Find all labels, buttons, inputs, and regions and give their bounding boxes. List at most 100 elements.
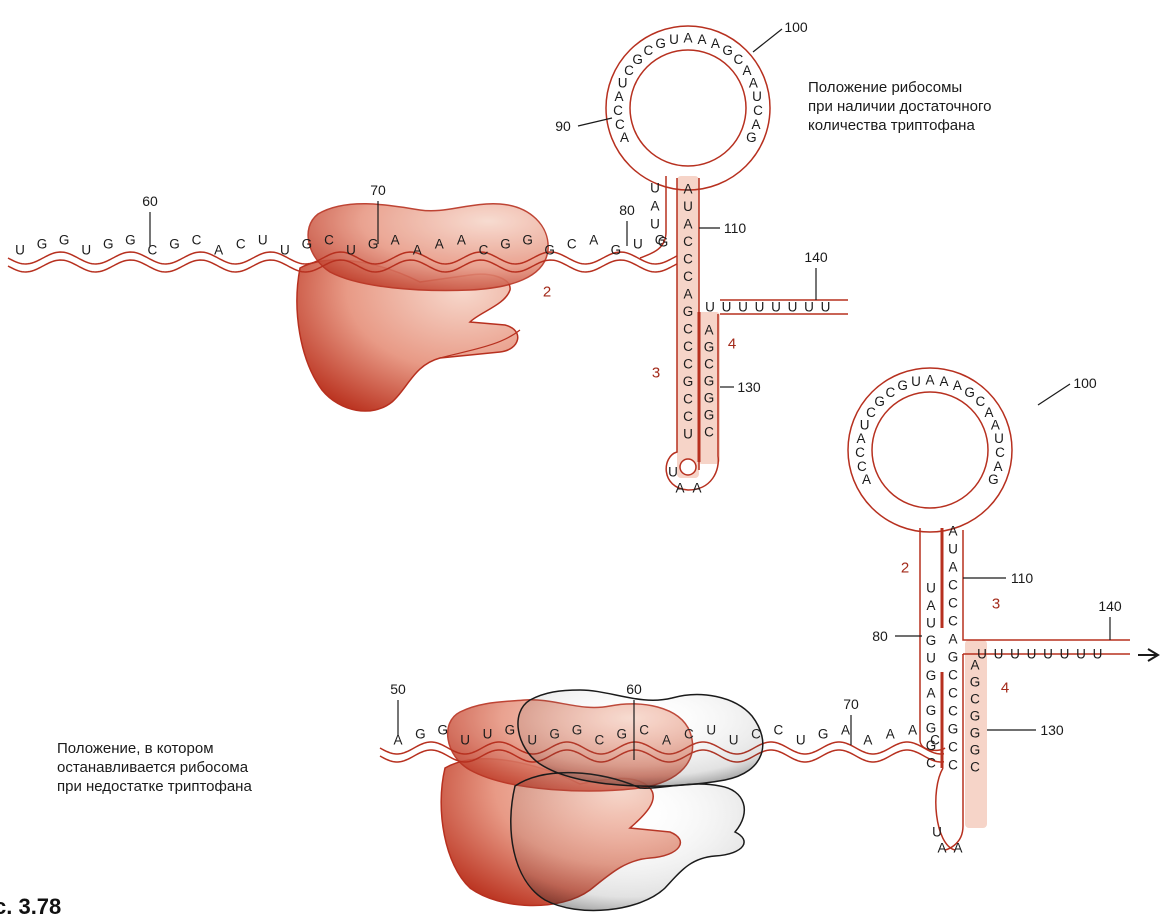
stem-right-top-nt: A bbox=[683, 217, 692, 232]
stem-return-top-nt: C bbox=[704, 357, 714, 372]
tick-100 bbox=[753, 29, 782, 52]
loop-top-nt: U bbox=[752, 89, 762, 104]
figure-number: с. 3.78 bbox=[0, 894, 61, 920]
caption-top-line-2: при наличии достаточного bbox=[808, 97, 991, 116]
leader-bottom-nt: A bbox=[863, 733, 872, 748]
stem-left-bottom-nt: G bbox=[926, 721, 937, 736]
number-140: 140 bbox=[804, 249, 828, 265]
leader-bottom-nt: U bbox=[483, 727, 493, 742]
loop-bottom-nt: U bbox=[994, 431, 1004, 446]
stem-left-bottom-nt: G bbox=[926, 738, 937, 753]
tail-top-nt: U bbox=[771, 300, 781, 315]
stem-return-bottom-nt: C bbox=[970, 760, 980, 775]
leader-top-nt: C bbox=[479, 243, 489, 258]
region-label-4: 4 bbox=[728, 336, 736, 353]
caption-bottom-line-2: останавливается рибосома bbox=[57, 758, 252, 777]
stem-right-top-nt: C bbox=[683, 322, 693, 337]
loop-inner bbox=[630, 50, 746, 166]
number-110: 110 bbox=[724, 220, 747, 236]
stem-right-bottom-nt: G bbox=[948, 650, 959, 665]
leader-top-nt: C bbox=[567, 237, 577, 252]
tail-top-nt: U bbox=[821, 300, 831, 315]
ribosome-top bbox=[297, 204, 548, 411]
stem-return-bottom-nt: C bbox=[970, 692, 980, 707]
stem-right-bottom-nt: C bbox=[948, 686, 958, 701]
stem-return-bottom-nt: G bbox=[970, 743, 981, 758]
number-100: 100 bbox=[784, 19, 808, 35]
region-label-3: 3 bbox=[652, 365, 660, 382]
number-100-b: 100 bbox=[1073, 375, 1097, 391]
leader-top-nt: G bbox=[611, 243, 622, 258]
loop-top-nt: G bbox=[746, 130, 757, 145]
tail-top-nt: U bbox=[738, 300, 748, 315]
stem-right-top-nt: C bbox=[683, 357, 693, 372]
loop-bottom-nt: C bbox=[995, 445, 1005, 460]
tail-bottom-nt: U bbox=[977, 647, 987, 662]
stem-right-top-nt: C bbox=[683, 269, 693, 284]
loop-top-nt: C bbox=[643, 43, 653, 58]
leader-top-nt: C bbox=[236, 237, 246, 252]
leader-bottom-nt: A bbox=[908, 723, 917, 738]
leader-bottom-nt: G bbox=[437, 723, 448, 738]
stem-right-bottom-nt: C bbox=[948, 758, 958, 773]
leader-top-nt: G bbox=[37, 237, 48, 252]
stem-return-top-nt: A bbox=[704, 323, 713, 338]
stem-left-bottom-nt: U bbox=[926, 651, 936, 666]
stem-left-top-nt: G bbox=[658, 235, 669, 250]
hairpin-top-nt: U bbox=[668, 465, 678, 480]
number-70: 70 bbox=[370, 182, 386, 198]
number-140-b: 140 bbox=[1098, 598, 1122, 614]
loop-inner-b bbox=[872, 392, 988, 508]
loop-bottom-nt: A bbox=[939, 374, 948, 389]
number-60-b: 60 bbox=[626, 681, 642, 697]
pairing-bar bbox=[698, 312, 701, 462]
loop-bottom-nt: U bbox=[911, 374, 921, 389]
stem-right-top-nt: U bbox=[683, 427, 693, 442]
stem-return-top-nt: C bbox=[704, 425, 714, 440]
caption-bottom-line-1: Положение, в котором bbox=[57, 739, 252, 758]
stem-right-top-nt: U bbox=[683, 199, 693, 214]
number-50: 50 bbox=[390, 681, 406, 697]
stem-right-bottom-nt: C bbox=[948, 614, 958, 629]
stem-left-bottom-nt: G bbox=[926, 633, 937, 648]
tail-bottom-nt: U bbox=[1010, 647, 1020, 662]
stem-return-bottom-nt: G bbox=[970, 709, 981, 724]
stem-right-top-nt: C bbox=[683, 339, 693, 354]
loop-bottom-nt: C bbox=[885, 385, 895, 400]
stem-right-bottom-nt: C bbox=[948, 704, 958, 719]
loop-bottom-nt: C bbox=[857, 459, 867, 474]
pairing-bar-1 bbox=[941, 528, 944, 628]
stem-right-bottom-nt: C bbox=[948, 668, 958, 683]
number-60: 60 bbox=[142, 193, 158, 209]
leader-top-nt: G bbox=[544, 243, 555, 258]
tail-bottom-nt: U bbox=[1060, 647, 1070, 662]
stem-return-top-nt: G bbox=[704, 391, 715, 406]
loop-bottom-nt: A bbox=[862, 472, 871, 487]
hairpin-top-nt: A bbox=[675, 481, 684, 496]
stem-right-top-nt: C bbox=[683, 234, 693, 249]
stem-right-bottom-nt: C bbox=[948, 740, 958, 755]
loop-top-nt: A bbox=[711, 36, 720, 51]
leader-top-nt: G bbox=[302, 237, 313, 252]
stem-right-bottom-nt: A bbox=[948, 632, 957, 647]
tail-bottom-nt: U bbox=[1027, 647, 1037, 662]
arrow-icon bbox=[1138, 649, 1158, 661]
stem-right-bottom-nt: U bbox=[948, 542, 958, 557]
loop-top-nt: C bbox=[613, 103, 623, 118]
hairpin-bottom-nt: A bbox=[937, 841, 946, 856]
loop-bottom-nt: G bbox=[988, 472, 999, 487]
region-label-3-b: 3 bbox=[992, 596, 1000, 613]
stem-right-top-nt: G bbox=[683, 374, 694, 389]
leader-top-nt: A bbox=[214, 243, 223, 258]
caption-top-line-1: Положение рибосомы bbox=[808, 78, 991, 97]
leader-bottom-nt: U bbox=[460, 733, 470, 748]
stem-left-bottom-nt: A bbox=[926, 598, 935, 613]
tail-top-nt: U bbox=[804, 300, 814, 315]
caption-bottom-line-3: при недостатке триптофана bbox=[57, 777, 252, 796]
stem-return-bottom-nt: G bbox=[970, 726, 981, 741]
stem-right-top-nt: A bbox=[683, 182, 692, 197]
bottom-panel: AGGUUGUGGCGCACUUCCUGAAAAC ACCAUCGCGUAAAG… bbox=[380, 368, 1158, 910]
region-label-4-b: 4 bbox=[1001, 680, 1009, 697]
leader-top-nt: C bbox=[192, 233, 202, 248]
